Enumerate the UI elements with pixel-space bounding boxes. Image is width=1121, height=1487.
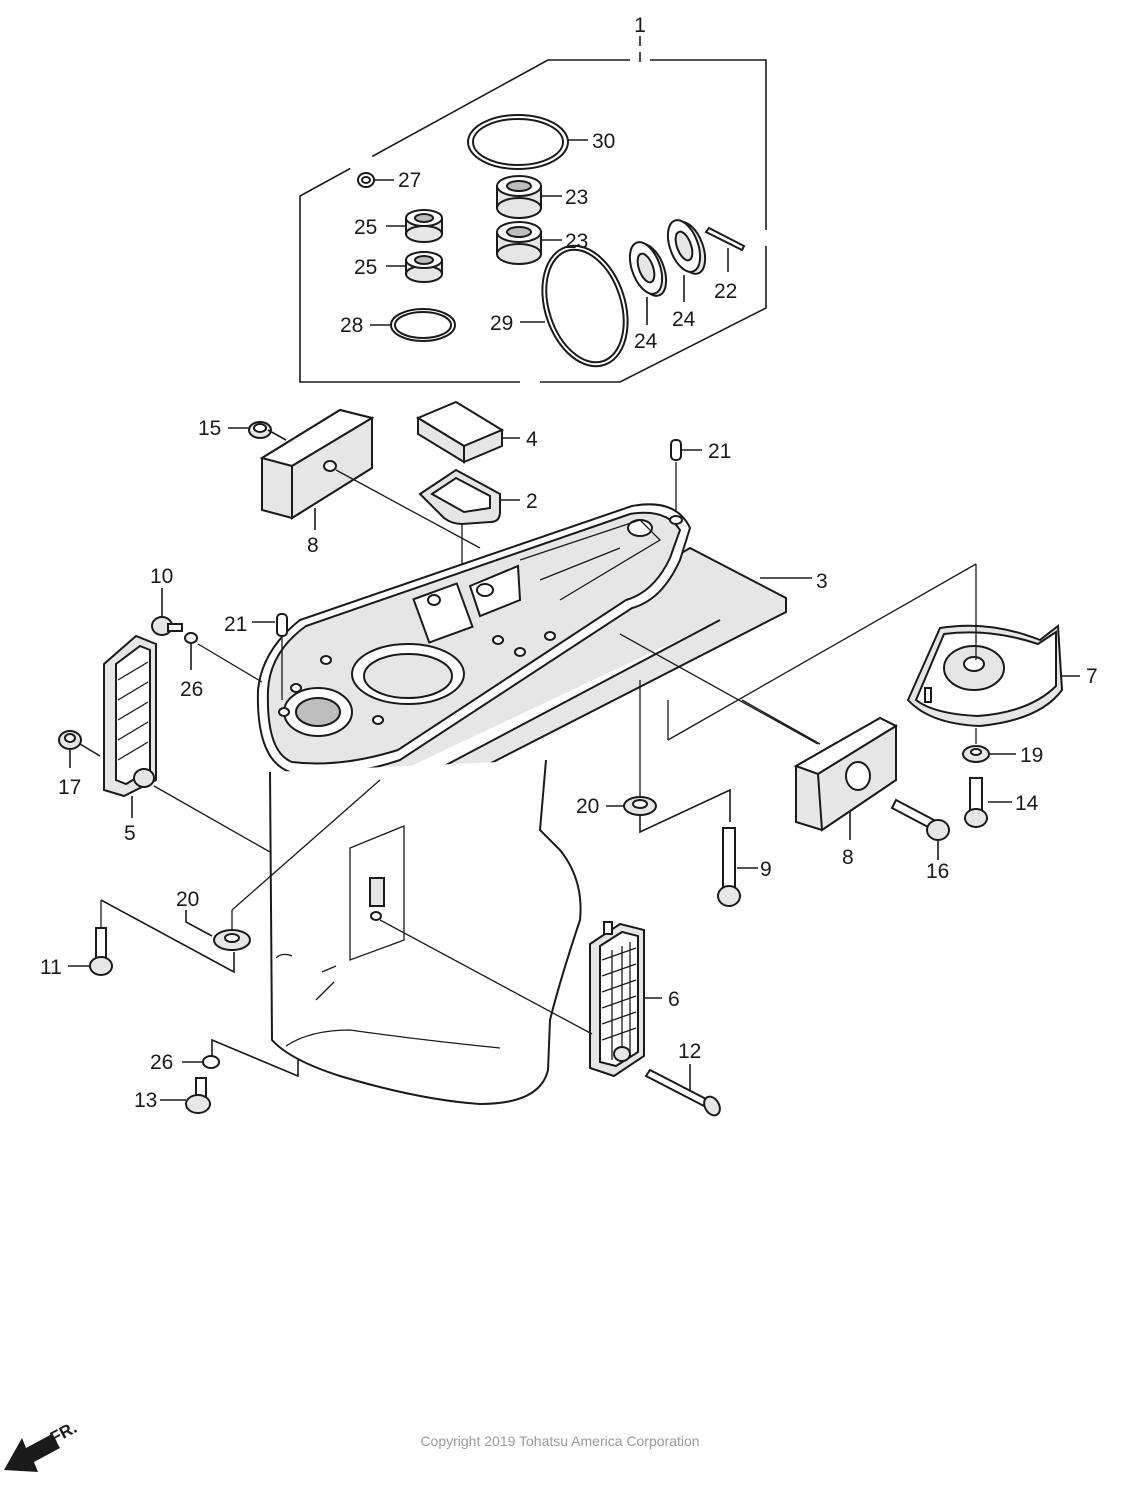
callout-29: 29 <box>490 312 513 335</box>
callout-5: 5 <box>124 822 136 845</box>
callout-20-right: 20 <box>576 795 599 818</box>
callout-23-upper: 23 <box>565 186 588 209</box>
callout-25-upper: 25 <box>354 216 377 239</box>
seal-24-right <box>666 219 707 302</box>
grille-6 <box>379 919 662 1078</box>
o-ring-28 <box>370 308 456 342</box>
anode-8-upper <box>259 408 481 549</box>
callout-25-lower: 25 <box>354 256 377 279</box>
callout-20-left: 20 <box>176 888 199 911</box>
callout-8-lower: 8 <box>842 846 854 869</box>
callout-28: 28 <box>340 314 363 337</box>
seal-24-left <box>628 241 668 325</box>
callout-27: 27 <box>398 169 421 192</box>
bolt-10 <box>151 588 263 683</box>
cotter-pin-22 <box>704 226 746 272</box>
callout-12: 12 <box>678 1040 701 1063</box>
screw-12 <box>644 1064 721 1117</box>
washer-20-right <box>606 680 731 834</box>
callout-7: 7 <box>1086 665 1098 688</box>
bearing-25-upper <box>386 209 443 243</box>
gear-case-3 <box>256 503 812 1106</box>
bolt-14 <box>964 777 1012 828</box>
nut-17 <box>58 730 101 768</box>
callout-24-left: 24 <box>634 330 658 353</box>
callout-2: 2 <box>526 490 538 513</box>
bolt-13 <box>160 1038 299 1114</box>
callout-30: 30 <box>592 130 615 153</box>
callout-10: 10 <box>150 565 173 588</box>
ring-27 <box>357 172 394 188</box>
bearing-25-lower <box>386 251 443 283</box>
bolt-16 <box>890 798 950 860</box>
bearing-23-upper <box>496 175 562 219</box>
callout-16: 16 <box>926 860 949 883</box>
bolt-11 <box>68 899 235 976</box>
block-4 <box>415 400 520 464</box>
grille-5 <box>103 634 271 853</box>
callout-8-upper: 8 <box>307 534 319 557</box>
washer-19 <box>962 728 1016 763</box>
nut-15 <box>228 421 272 439</box>
bolt-9 <box>717 827 758 907</box>
callout-19: 19 <box>1020 744 1043 767</box>
callout-21-right: 21 <box>708 440 731 463</box>
o-ring-29 <box>520 244 629 368</box>
callout-11: 11 <box>40 956 62 979</box>
plate-7 <box>906 624 1080 728</box>
callout-13: 13 <box>134 1089 157 1112</box>
kit-box <box>299 36 769 383</box>
callout-3: 3 <box>816 570 828 593</box>
callout-24-right: 24 <box>672 308 696 331</box>
callout-1: 1 <box>634 14 646 37</box>
callout-21-left: 21 <box>224 613 247 636</box>
gasket-2 <box>418 468 520 640</box>
callout-23-lower: 23 <box>565 230 588 253</box>
o-ring-30 <box>467 114 588 170</box>
callout-22: 22 <box>714 280 737 303</box>
callout-17: 17 <box>58 776 81 799</box>
callout-6: 6 <box>668 988 680 1011</box>
callout-26-lower: 26 <box>150 1051 173 1074</box>
copyright-text: Copyright 2019 Tohatsu America Corporati… <box>420 1433 699 1449</box>
anode-8-lower <box>619 633 899 840</box>
callout-14: 14 <box>1015 792 1039 815</box>
callout-4: 4 <box>526 428 538 451</box>
pin-21-right <box>670 439 702 516</box>
bearing-23-lower <box>496 221 562 265</box>
callout-9: 9 <box>760 858 772 881</box>
callout-15: 15 <box>198 417 221 440</box>
front-direction-arrow: FR. <box>4 1418 80 1472</box>
callout-26-upper: 26 <box>180 678 203 701</box>
washer-20-left <box>185 779 381 951</box>
pin-21-left <box>252 613 288 700</box>
